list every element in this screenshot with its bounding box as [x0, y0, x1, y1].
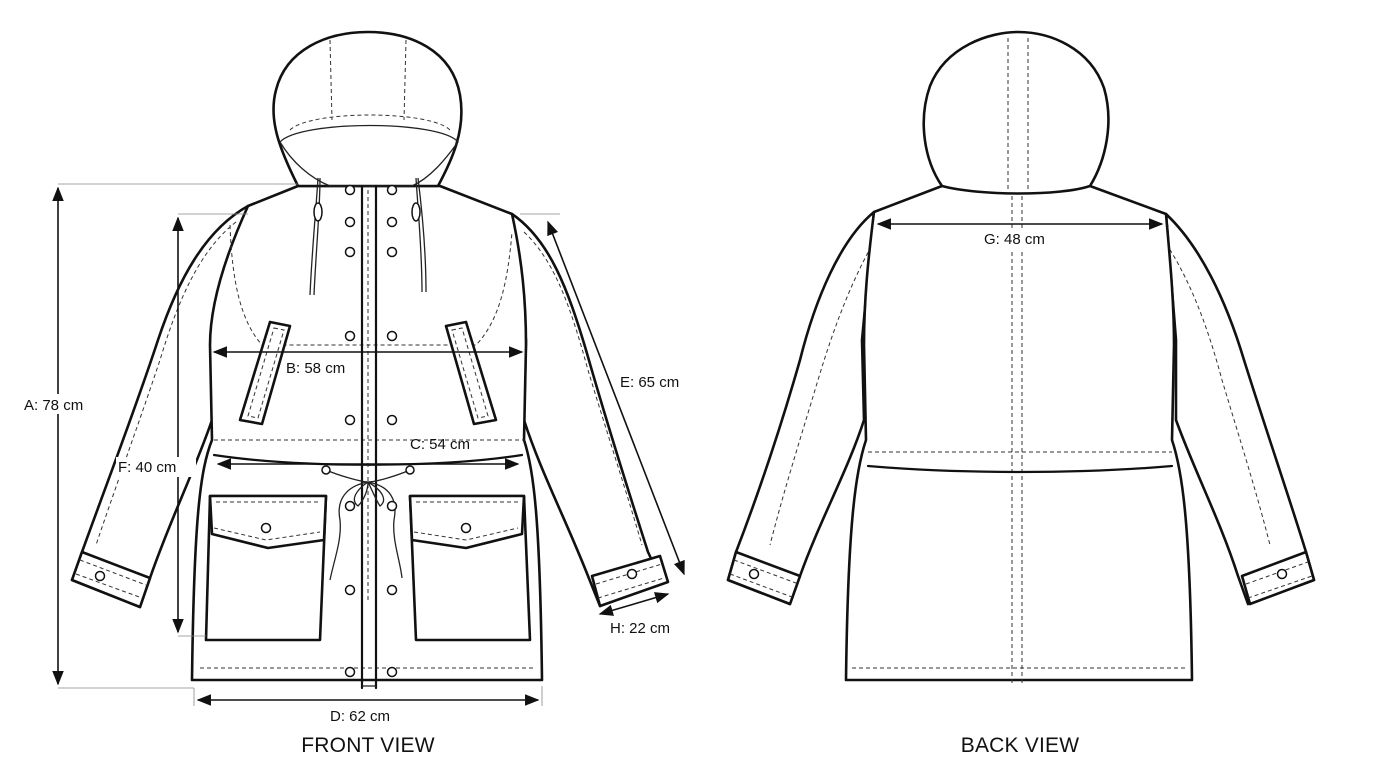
- view-titles: FRONT VIEW BACK VIEW: [301, 734, 1079, 757]
- dimension-lines: [52, 183, 1164, 706]
- measurement-d-label: D: 62 cm: [330, 708, 390, 725]
- back-view-title: BACK VIEW: [961, 734, 1080, 757]
- front-left-sleeve: [70, 204, 250, 609]
- measurement-f-label: F: 40 cm: [118, 459, 176, 476]
- measurement-a-label: A: 78 cm: [24, 397, 83, 414]
- measurement-g-label: G: 48 cm: [984, 231, 1045, 248]
- measurement-e-label: E: 65 cm: [620, 374, 679, 391]
- back-right-sleeve: [1164, 212, 1316, 606]
- measurement-b-label: B: 58 cm: [286, 360, 345, 377]
- front-snaps: [94, 184, 638, 678]
- front-view-title: FRONT VIEW: [301, 734, 434, 757]
- measurement-h-label: H: 22 cm: [610, 620, 670, 637]
- back-hood: [922, 30, 1110, 195]
- front-view-drawing: [70, 30, 670, 690]
- back-left-sleeve: [726, 210, 876, 606]
- back-body: [844, 184, 1194, 682]
- back-view-drawing: [726, 30, 1316, 684]
- measurement-c-label: C: 54 cm: [410, 436, 470, 453]
- measurement-labels: A: 78 cm B: 58 cm C: 54 cm D: 62 cm E: 6…: [20, 229, 1064, 725]
- front-hood: [272, 30, 463, 188]
